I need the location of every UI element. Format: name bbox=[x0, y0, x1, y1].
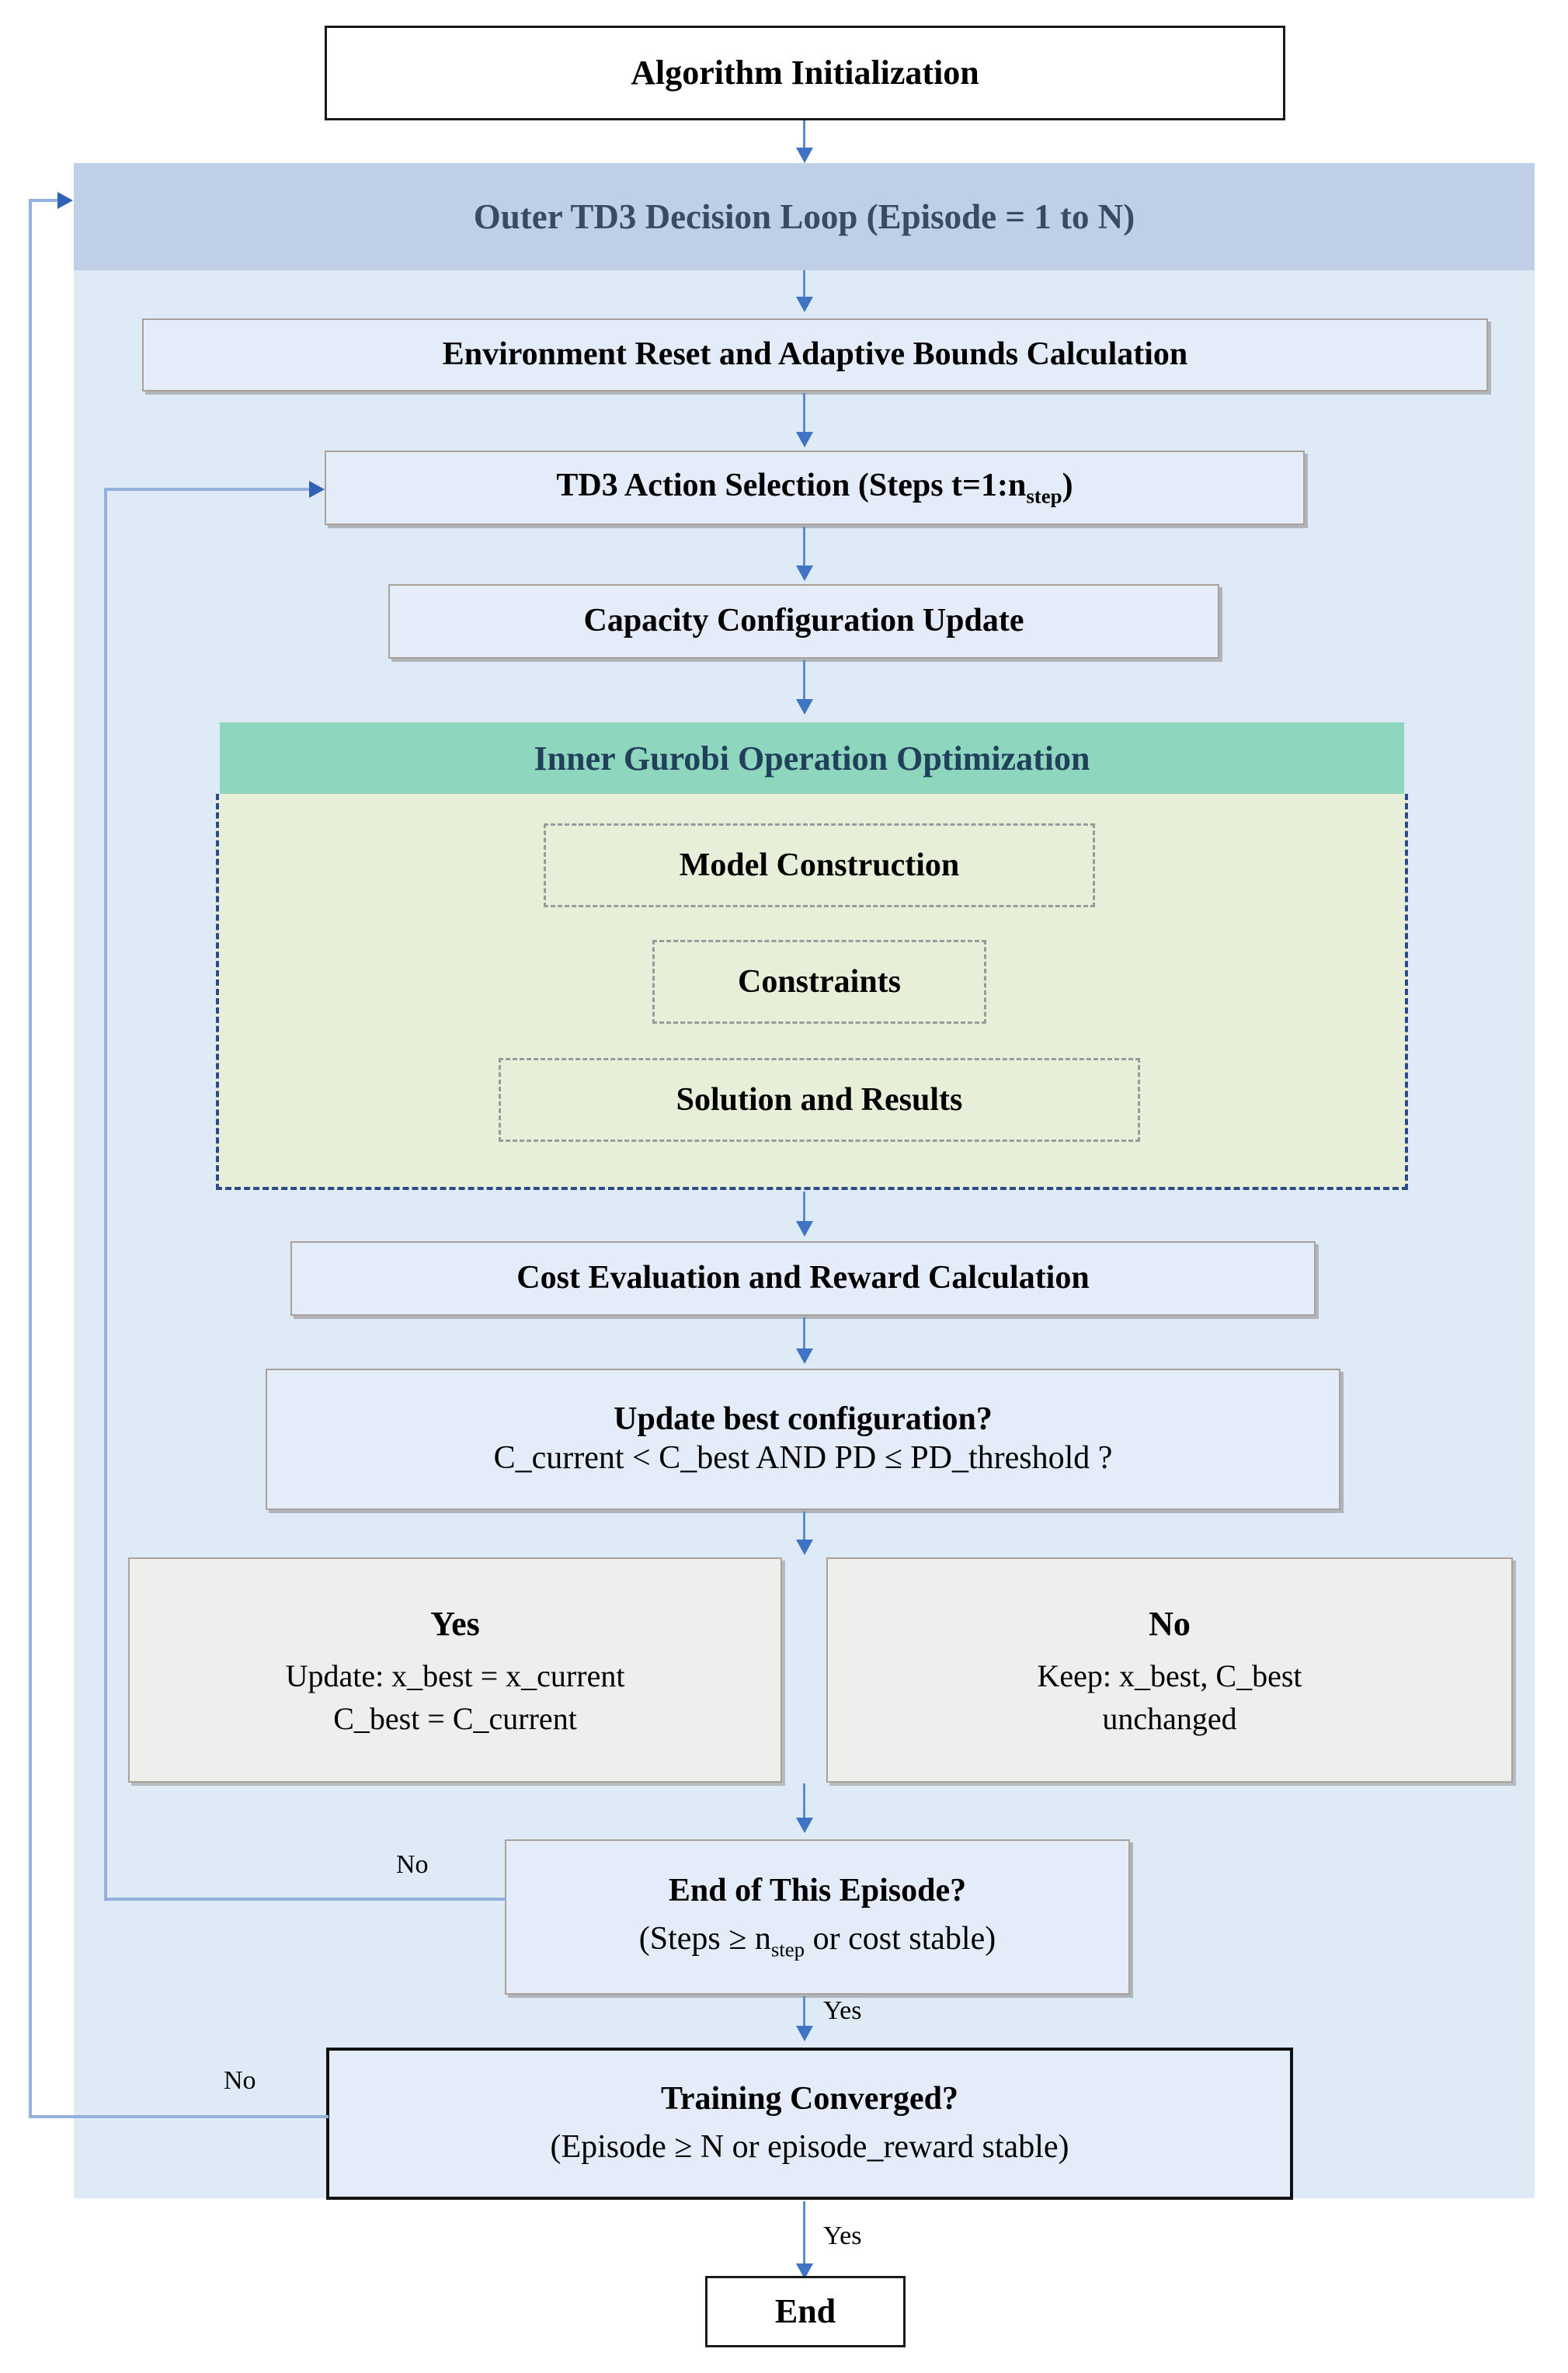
branch-yes-head: Yes bbox=[430, 1604, 480, 1643]
branch-yes-line1: Update: x_best = x_current bbox=[285, 1658, 625, 1693]
branch-yes-panel: Yes Update: x_best = x_current C_best = … bbox=[128, 1557, 782, 1783]
node-training-converged-line2: (Episode ≥ N or episode_reward stable) bbox=[550, 2129, 1069, 2165]
connector-gurobi-to-cost bbox=[803, 1192, 805, 1224]
node-environment-reset: Environment Reset and Adaptive Bounds Ca… bbox=[142, 318, 1488, 391]
arrowhead-header-to-env-reset bbox=[796, 297, 813, 312]
node-training-converged-line1: Training Converged? bbox=[660, 2081, 959, 2117]
end-episode-text-post: or cost stable) bbox=[805, 1920, 996, 1957]
branch-no-panel: No Keep: x_best, C_best unchanged bbox=[826, 1557, 1513, 1783]
branch-no-head: No bbox=[1149, 1604, 1191, 1643]
end-episode-subscript: step bbox=[770, 1937, 805, 1961]
branch-yes-line2: C_best = C_current bbox=[333, 1700, 577, 1736]
edge-label-episode-yes: Yes bbox=[823, 1996, 862, 2025]
inner-gurobi-header-label: Inner Gurobi Operation Optimization bbox=[534, 739, 1090, 778]
node-algorithm-initialization-label: Algorithm Initialization bbox=[631, 54, 979, 92]
arrowhead-action-to-capacity bbox=[796, 565, 813, 581]
node-update-best-configuration: Update best configuration? C_current < C… bbox=[266, 1369, 1340, 1510]
inner-gurobi-body bbox=[216, 794, 1408, 1190]
connector-capacity-to-gurobi bbox=[803, 660, 805, 702]
node-environment-reset-label: Environment Reset and Adaptive Bounds Ca… bbox=[442, 336, 1188, 373]
arrowhead-start-to-outer bbox=[796, 148, 813, 163]
node-capacity-configuration-update-label: Capacity Configuration Update bbox=[583, 603, 1024, 639]
loop-outer-vertical bbox=[29, 199, 32, 2118]
loop-inner-horizontal-top bbox=[104, 488, 315, 491]
loop-outer-horizontal-top bbox=[29, 199, 64, 202]
node-update-best-line1: Update best configuration? bbox=[614, 1401, 993, 1438]
arrowhead-end-episode-to-training bbox=[796, 2026, 813, 2041]
arrowhead-gurobi-to-cost bbox=[796, 1221, 813, 1237]
action-selection-text-post: ) bbox=[1062, 467, 1073, 503]
node-model-construction: Model Construction bbox=[544, 823, 1095, 907]
end-episode-text-pre: (Steps ≥ n bbox=[638, 1920, 771, 1957]
arrowhead-cost-to-update-best bbox=[796, 1348, 813, 1364]
arrowhead-update-best-to-yesno bbox=[796, 1540, 813, 1555]
inner-gurobi-header: Inner Gurobi Operation Optimization bbox=[220, 722, 1404, 794]
node-update-best-line2: C_current < C_best AND PD ≤ PD_threshold… bbox=[493, 1440, 1113, 1476]
node-td3-action-selection: TD3 Action Selection (Steps t=1:nstep) bbox=[325, 451, 1305, 525]
connector-header-to-env-reset bbox=[803, 270, 805, 299]
arrowhead-inner-loop-to-action-selection bbox=[309, 481, 325, 498]
connector-update-best-to-yesno bbox=[803, 1512, 805, 1543]
node-solution-and-results-label: Solution and Results bbox=[676, 1082, 963, 1118]
node-constraints-label: Constraints bbox=[737, 964, 902, 1000]
connector-yesno-to-end-episode bbox=[803, 1783, 805, 1821]
branch-no-line2: unchanged bbox=[1102, 1700, 1237, 1736]
node-td3-action-selection-label: TD3 Action Selection (Steps t=1:nstep) bbox=[556, 467, 1073, 509]
connector-training-to-end bbox=[803, 2201, 805, 2267]
branch-no-line1: Keep: x_best, C_best bbox=[1037, 1658, 1302, 1693]
node-solution-and-results: Solution and Results bbox=[499, 1058, 1140, 1142]
edge-label-episode-loop-no: No bbox=[396, 1850, 429, 1879]
action-selection-subscript: step bbox=[1026, 484, 1062, 508]
arrowhead-training-to-end bbox=[796, 2263, 813, 2279]
node-cost-evaluation: Cost Evaluation and Reward Calculation bbox=[290, 1241, 1316, 1316]
node-end: End bbox=[705, 2276, 906, 2347]
action-selection-text-pre: TD3 Action Selection (Steps t=1:n bbox=[556, 467, 1027, 503]
arrowhead-capacity-to-gurobi bbox=[796, 699, 813, 715]
outer-loop-header-label: Outer TD3 Decision Loop (Episode = 1 to … bbox=[473, 197, 1135, 236]
arrowhead-outer-loop-to-header bbox=[57, 192, 73, 209]
arrowhead-yesno-to-end-episode bbox=[796, 1818, 813, 1833]
node-algorithm-initialization: Algorithm Initialization bbox=[325, 26, 1285, 120]
node-cost-evaluation-label: Cost Evaluation and Reward Calculation bbox=[516, 1260, 1090, 1296]
connector-start-to-outer bbox=[803, 120, 805, 150]
node-end-of-episode-line2: (Steps ≥ nstep or cost stable) bbox=[639, 1920, 996, 1962]
node-end-label: End bbox=[774, 2292, 836, 2331]
connector-end-episode-to-training bbox=[803, 1996, 805, 2029]
node-constraints: Constraints bbox=[652, 940, 986, 1024]
loop-outer-horizontal-bottom bbox=[29, 2115, 329, 2118]
loop-inner-horizontal-bottom bbox=[104, 1898, 506, 1901]
loop-inner-vertical bbox=[104, 488, 107, 1899]
node-capacity-configuration-update: Capacity Configuration Update bbox=[388, 584, 1219, 659]
node-model-construction-label: Model Construction bbox=[679, 847, 960, 883]
connector-env-reset-to-action bbox=[803, 393, 805, 435]
connector-action-to-capacity bbox=[803, 527, 805, 569]
node-end-of-episode-line1: End of This Episode? bbox=[668, 1873, 967, 1909]
outer-loop-header: Outer TD3 Decision Loop (Episode = 1 to … bbox=[74, 163, 1535, 270]
node-end-of-episode: End of This Episode? (Steps ≥ nstep or c… bbox=[505, 1839, 1130, 1995]
arrowhead-env-reset-to-action bbox=[796, 432, 813, 447]
edge-label-training-no: No bbox=[224, 2066, 256, 2095]
connector-cost-to-update-best bbox=[803, 1317, 805, 1352]
node-training-converged: Training Converged? (Episode ≥ N or epis… bbox=[326, 2048, 1293, 2200]
edge-label-training-yes: Yes bbox=[823, 2222, 862, 2250]
